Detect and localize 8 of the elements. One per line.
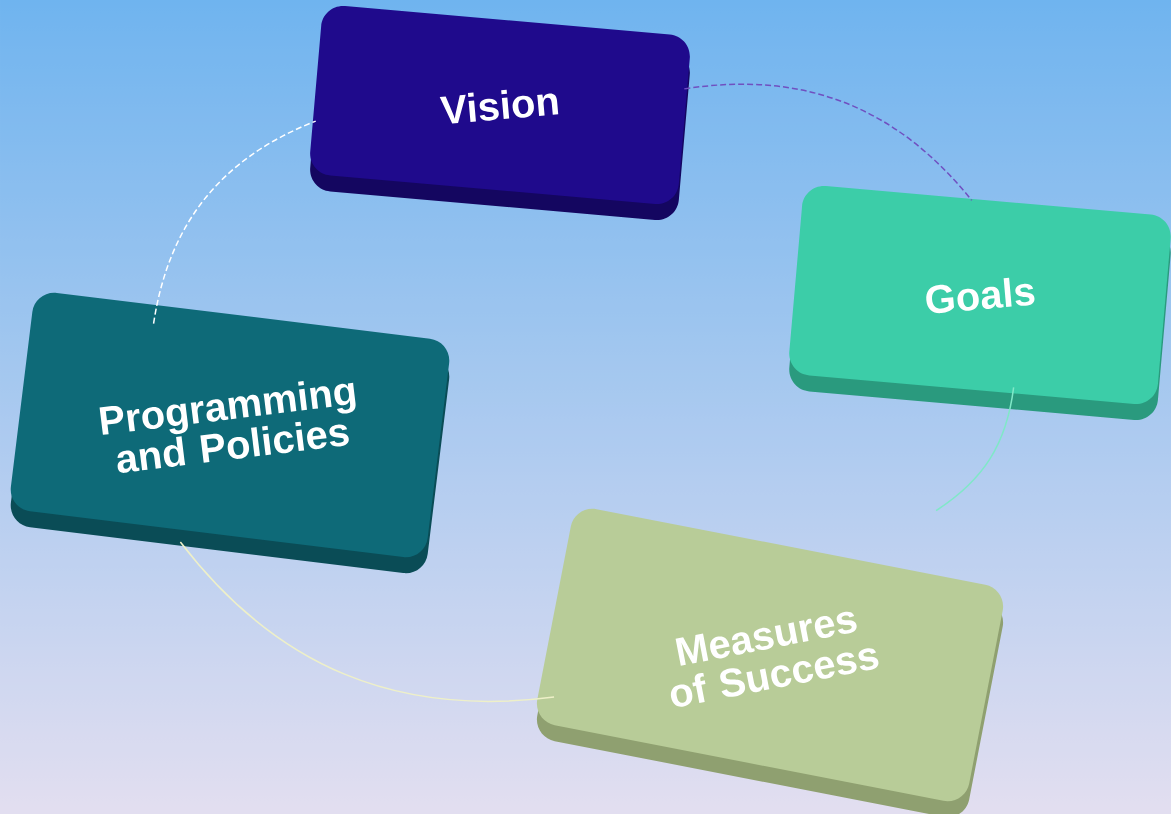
connector: [683, 83, 973, 202]
connector: [935, 386, 1015, 512]
process-box: Programming and Policies: [10, 292, 450, 574]
process-box: Measures of Success: [536, 508, 1004, 814]
process-box: Goals: [789, 186, 1171, 420]
connector: [152, 120, 317, 325]
connector: [179, 541, 555, 703]
process-box: Vision: [310, 6, 690, 220]
